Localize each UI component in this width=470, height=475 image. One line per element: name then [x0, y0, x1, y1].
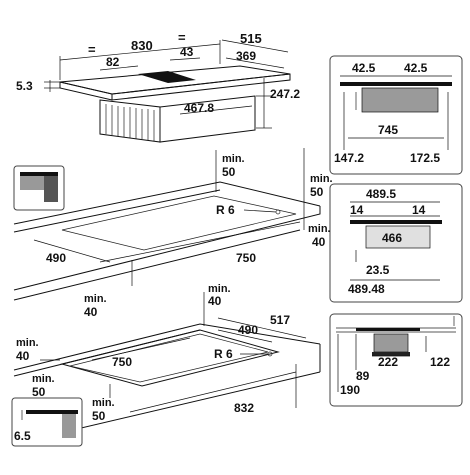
depth-490-label: 490: [46, 251, 66, 265]
min-side-value: 40: [84, 305, 98, 319]
min-back2-label: min.: [208, 283, 231, 295]
min-back-label: min.: [308, 223, 331, 235]
icon-gray-block: [20, 176, 44, 190]
width-750b-label: 750: [112, 355, 132, 369]
right-14-label: 14: [412, 203, 426, 217]
width-832-label: 832: [234, 401, 254, 415]
box-height-247-2-label: 247.2: [270, 87, 300, 101]
hob-body-side: [159, 95, 256, 143]
min-back-value: 40: [312, 235, 326, 249]
min-front-label: min.: [222, 153, 245, 165]
offset-43-label: 43: [180, 45, 194, 59]
min-back2-value: 40: [208, 294, 222, 308]
side-1-glass: [340, 82, 452, 86]
width-830-label: 830: [131, 38, 153, 53]
flush-depth-6-5-label: 6.5: [14, 429, 31, 443]
side-1-body: [361, 87, 439, 113]
min-front2-value: 50: [92, 409, 106, 423]
bottom-width-489-48-label: 489.48: [348, 282, 385, 296]
min-left-value: 40: [16, 349, 30, 363]
left-14-label: 14: [350, 203, 364, 217]
side-2-body: [365, 225, 431, 249]
vent-grille: [138, 71, 196, 83]
width-745-label: 745: [378, 123, 398, 137]
radius-r6-label: R 6: [216, 203, 235, 217]
thickness-5-3-label: 5.3: [16, 79, 33, 93]
left-offset-147-2-label: 147.2: [334, 151, 364, 165]
width-750-label: 750: [236, 251, 256, 265]
icon-dark-block: [44, 176, 58, 202]
min-front-value: 50: [222, 165, 236, 179]
offset-82-label: 82: [106, 55, 120, 69]
top-width-489-5-label: 489.5: [366, 187, 396, 201]
min-right-label: min.: [310, 173, 333, 185]
box-width-467-8-label: 467.8: [184, 101, 214, 115]
radius-marker: [275, 209, 281, 215]
height-23-5-label: 23.5: [366, 263, 390, 277]
side-view-panel-3: 222 122 89 190: [329, 313, 463, 407]
min-front-b-value: 50: [32, 385, 46, 399]
hob-glass-edge-front: [59, 81, 113, 101]
cutout-rectangle-1: [61, 195, 297, 251]
hob-glass-edge-side: [111, 73, 291, 101]
side-view-panel-1: 42.5 42.5 745 147.2 172.5: [329, 55, 463, 175]
min-left-label: min.: [16, 337, 39, 349]
eq-left-label: =: [88, 42, 96, 57]
side-3-base: [372, 352, 410, 356]
depth-515-label: 515: [240, 31, 262, 46]
flush-body: [62, 414, 76, 438]
min-front-b-label: min.: [32, 373, 55, 385]
right-offset-172-5-label: 172.5: [410, 151, 440, 165]
width-369-label: 369: [236, 49, 256, 63]
min-right-value: 50: [310, 185, 324, 199]
total-190-label: 190: [340, 383, 360, 397]
side-view-panel-2: 489.5 14 14 466 23.5 489.48: [329, 183, 463, 303]
icon-top-bar: [20, 172, 58, 176]
cutout-rectangle-2: [60, 329, 280, 387]
body-width-466-label: 466: [382, 231, 402, 245]
width-222-label: 222: [378, 355, 398, 369]
left-margin-42-5-label: 42.5: [352, 61, 376, 75]
side-2-glass: [350, 220, 442, 224]
hob-isometric: = 830 = 515 82 43 369 5.3 467.8 247.2: [16, 30, 300, 143]
panel-3-frame: [329, 313, 463, 407]
right-margin-42-5-label: 42.5: [404, 61, 428, 75]
countertop-cutout-1: min. 50 min. 50 R 6 490 750 min. 40 min.…: [13, 148, 333, 319]
side-3-glass: [356, 328, 420, 331]
side-3-body: [373, 333, 409, 353]
radius-r6b-label: R 6: [214, 347, 233, 361]
depth-490b-label: 490: [238, 323, 258, 337]
height-89-label: 89: [356, 369, 370, 383]
eq-right-label: =: [178, 30, 186, 45]
flush-glass: [26, 410, 78, 414]
countertop-cutout-2: min. 40 517 490 750 R 6 min. 40 min. 50 …: [11, 283, 321, 447]
right-122-label: 122: [430, 355, 450, 369]
min-front2-label: min.: [92, 397, 115, 409]
depth-517-label: 517: [270, 313, 290, 327]
min-side-label: min.: [84, 293, 107, 305]
